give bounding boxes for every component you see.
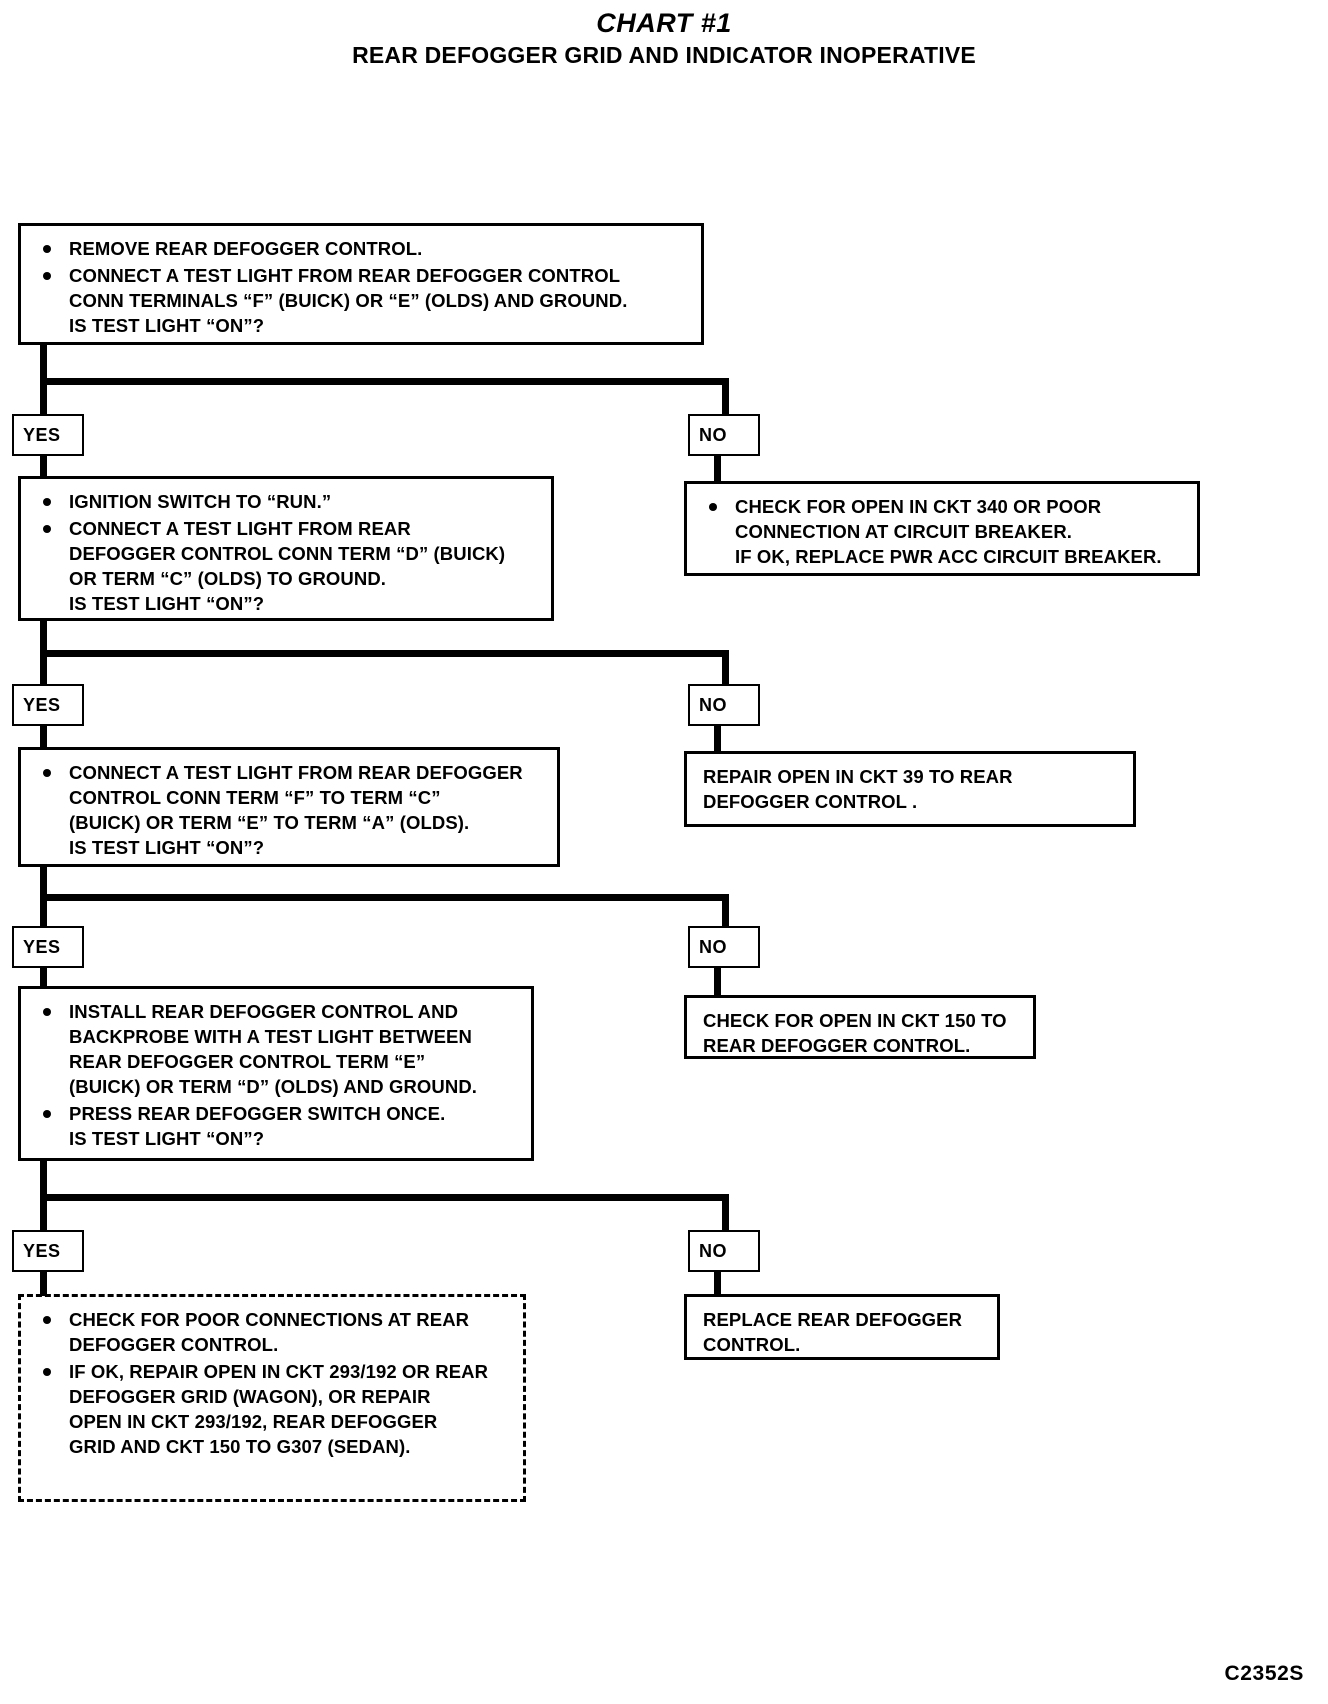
tag-no-4-label: NO xyxy=(699,1240,727,1261)
connector-step1-down xyxy=(40,345,47,385)
outcome-no-3-text: CHECK FOR OPEN IN CKT 150 TO REAR DEFOGG… xyxy=(703,1010,1007,1056)
step-1-line-2: CONNECT A TEST LIGHT FROM REAR DEFOGGER … xyxy=(35,263,689,338)
step-1-line-1: REMOVE REAR DEFOGGER CONTROL. xyxy=(35,236,689,261)
tag-yes-2: YES xyxy=(12,684,84,726)
connector-step1-yes-down xyxy=(40,378,47,416)
step-1-box: REMOVE REAR DEFOGGER CONTROL. CONNECT A … xyxy=(18,223,704,345)
connector-no1-to-outcome1 xyxy=(714,454,721,482)
step-2-line-1: IGNITION SWITCH TO “RUN.” xyxy=(35,489,539,514)
connector-step3-down xyxy=(40,867,47,901)
connector-step3-yes-down xyxy=(40,894,47,928)
connector-yes3-to-step4 xyxy=(40,966,47,988)
step-4-line-1: INSTALL REAR DEFOGGER CONTROL AND BACKPR… xyxy=(35,999,519,1099)
tag-yes-1: YES xyxy=(12,414,84,456)
connector-step4-branch xyxy=(40,1194,729,1201)
step-2-box: IGNITION SWITCH TO “RUN.” CONNECT A TEST… xyxy=(18,476,554,621)
tag-yes-3: YES xyxy=(12,926,84,968)
step-4-line-2: PRESS REAR DEFOGGER SWITCH ONCE. IS TEST… xyxy=(35,1101,519,1151)
tag-no-3-label: NO xyxy=(699,936,727,957)
tag-no-2-label: NO xyxy=(699,694,727,715)
step-4-box: INSTALL REAR DEFOGGER CONTROL AND BACKPR… xyxy=(18,986,534,1161)
connector-step2-no-down xyxy=(722,650,729,686)
connector-step2-branch xyxy=(40,650,729,657)
connector-step3-no-down xyxy=(722,894,729,928)
connector-step2-down xyxy=(40,621,47,657)
outcome-no-4-box: REPLACE REAR DEFOGGER CONTROL. xyxy=(684,1294,1000,1360)
connector-step2-yes-down xyxy=(40,650,47,686)
connector-no4-to-outcome4 xyxy=(714,1270,721,1296)
outcome-final-yes-box: CHECK FOR POOR CONNECTIONS AT REAR DEFOG… xyxy=(18,1294,526,1502)
connector-yes2-to-step3 xyxy=(40,724,47,748)
tag-no-1-label: NO xyxy=(699,424,727,445)
outcome-no-2-box: REPAIR OPEN IN CKT 39 TO REAR DEFOGGER C… xyxy=(684,751,1136,827)
connector-step3-branch xyxy=(40,894,729,901)
connector-step1-no-down xyxy=(722,378,729,416)
tag-yes-2-label: YES xyxy=(23,694,61,715)
outcome-no-4-text: REPLACE REAR DEFOGGER CONTROL. xyxy=(703,1309,963,1355)
outcome-final-line-1: CHECK FOR POOR CONNECTIONS AT REAR DEFOG… xyxy=(35,1307,511,1357)
tag-yes-3-label: YES xyxy=(23,936,61,957)
connector-yes1-to-step2 xyxy=(40,454,47,478)
outcome-no-1-box: CHECK FOR OPEN IN CKT 340 OR POOR CONNEC… xyxy=(684,481,1200,576)
tag-no-3: NO xyxy=(688,926,760,968)
step-2-line-2: CONNECT A TEST LIGHT FROM REAR DEFOGGER … xyxy=(35,516,539,616)
tag-no-1: NO xyxy=(688,414,760,456)
connector-yes4-to-final xyxy=(40,1270,47,1296)
outcome-no-2-text: REPAIR OPEN IN CKT 39 TO REAR DEFOGGER C… xyxy=(703,766,1013,812)
connector-step4-no-down xyxy=(722,1194,729,1232)
connector-step4-yes-down xyxy=(40,1194,47,1232)
step-3-box: CONNECT A TEST LIGHT FROM REAR DEFOGGER … xyxy=(18,747,560,867)
step-3-line-1: CONNECT A TEST LIGHT FROM REAR DEFOGGER … xyxy=(35,760,545,860)
connector-no3-to-outcome3 xyxy=(714,966,721,996)
chart-reference-code: C2352S xyxy=(1224,1662,1304,1685)
connector-step4-down xyxy=(40,1161,47,1201)
outcome-no-1-text: CHECK FOR OPEN IN CKT 340 OR POOR CONNEC… xyxy=(701,494,1185,569)
chart-subtitle: REAR DEFOGGER GRID AND INDICATOR INOPERA… xyxy=(352,42,976,68)
tag-no-4: NO xyxy=(688,1230,760,1272)
chart-title: CHART #1 xyxy=(596,8,732,38)
tag-yes-4-label: YES xyxy=(23,1240,61,1261)
outcome-no-3-box: CHECK FOR OPEN IN CKT 150 TO REAR DEFOGG… xyxy=(684,995,1036,1059)
tag-yes-1-label: YES xyxy=(23,424,61,445)
connector-step1-branch xyxy=(40,378,729,385)
tag-no-2: NO xyxy=(688,684,760,726)
outcome-final-line-2: IF OK, REPAIR OPEN IN CKT 293/192 OR REA… xyxy=(35,1359,511,1459)
connector-no2-to-outcome2 xyxy=(714,724,721,752)
tag-yes-4: YES xyxy=(12,1230,84,1272)
